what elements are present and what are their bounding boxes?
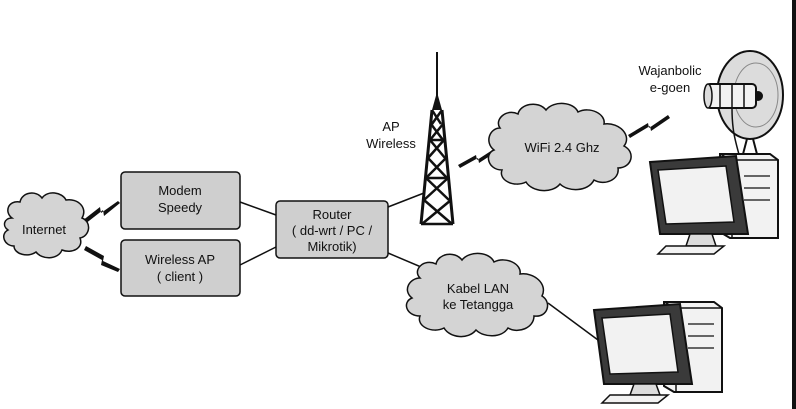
desktop-computer-icon xyxy=(592,301,723,404)
router-sublabel-2: Mikrotik) xyxy=(307,239,356,254)
modem-box: Modem Speedy xyxy=(120,171,241,230)
ap-label: AP xyxy=(382,119,399,134)
wireless-links xyxy=(82,115,670,272)
link-kabel-lan-computer xyxy=(547,302,599,341)
kabel-lan-label: Kabel LAN xyxy=(447,281,509,296)
lightning-bolt-icon xyxy=(82,201,120,224)
wajanbolic-label: Wajanbolic xyxy=(638,63,702,78)
router-label: Router xyxy=(312,207,352,222)
link-wireless-ap-router xyxy=(239,246,277,266)
link-router-tower xyxy=(387,192,425,208)
lightning-bolt-icon xyxy=(458,149,496,168)
wajanbolic-dish-icon xyxy=(703,50,784,159)
ap-wireless-label: Wireless xyxy=(366,136,416,151)
link-modem-router xyxy=(239,201,277,216)
desktop-computer-icon xyxy=(648,153,779,255)
router-sublabel-1: ( dd-wrt / PC / xyxy=(292,223,373,238)
internet-cloud: Internet xyxy=(3,192,90,259)
kabel-lan-cloud: Kabel LAN ke Tetangga xyxy=(405,252,549,338)
image-border xyxy=(792,0,796,409)
wifi-cloud: WiFi 2.4 Ghz xyxy=(487,102,632,192)
wireless-ap-box: Wireless AP ( client ) xyxy=(120,239,241,297)
wajanbolic-sublabel: e-goen xyxy=(650,80,690,95)
internet-label: Internet xyxy=(22,222,66,237)
lightning-bolt-icon xyxy=(84,246,120,272)
lightning-bolt-icon xyxy=(628,115,670,138)
antenna-tower-icon xyxy=(419,52,455,226)
modem-label: Modem xyxy=(158,183,201,198)
modem-sublabel: Speedy xyxy=(158,200,203,215)
router-box: Router ( dd-wrt / PC / Mikrotik) xyxy=(275,200,389,259)
wifi-label: WiFi 2.4 Ghz xyxy=(524,140,599,155)
wireless-ap-sublabel: ( client ) xyxy=(157,269,203,284)
wireless-ap-label: Wireless AP xyxy=(145,252,215,267)
kabel-lan-sublabel: ke Tetangga xyxy=(443,297,514,312)
